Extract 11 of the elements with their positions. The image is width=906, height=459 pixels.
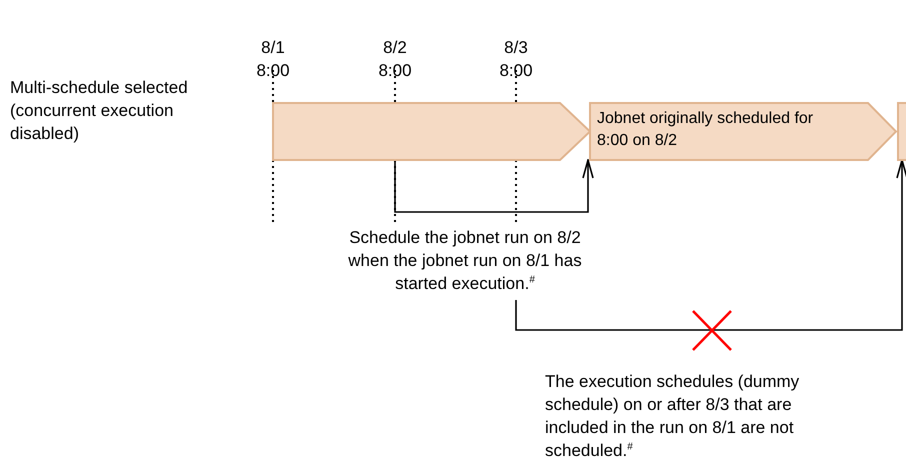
arrow-bar	[898, 103, 906, 160]
arrow-bar	[273, 103, 590, 160]
time-label: 8/3 8:00	[498, 37, 534, 82]
note-text: The execution schedules (dummy schedule) on or after 8/3 that are included in the run on 8/1 are not scheduled.$^{#}$	[545, 371, 800, 459]
connector-arrow	[394, 159, 594, 213]
connector-arrow	[515, 159, 906, 331]
row-label: Multi-schedule selected (concurrent execution disabled)	[10, 77, 189, 145]
time-label: 8/1 8:00	[255, 37, 291, 82]
time-label: 8/2 8:00	[377, 37, 413, 82]
bar-label: Jobnet originally scheduled for 8:00 on 8/2	[597, 109, 814, 151]
note-text: Schedule the jobnet run on 8/2 when the jobnet run on 8/1 has started execution.$^{#}$	[347, 227, 583, 295]
